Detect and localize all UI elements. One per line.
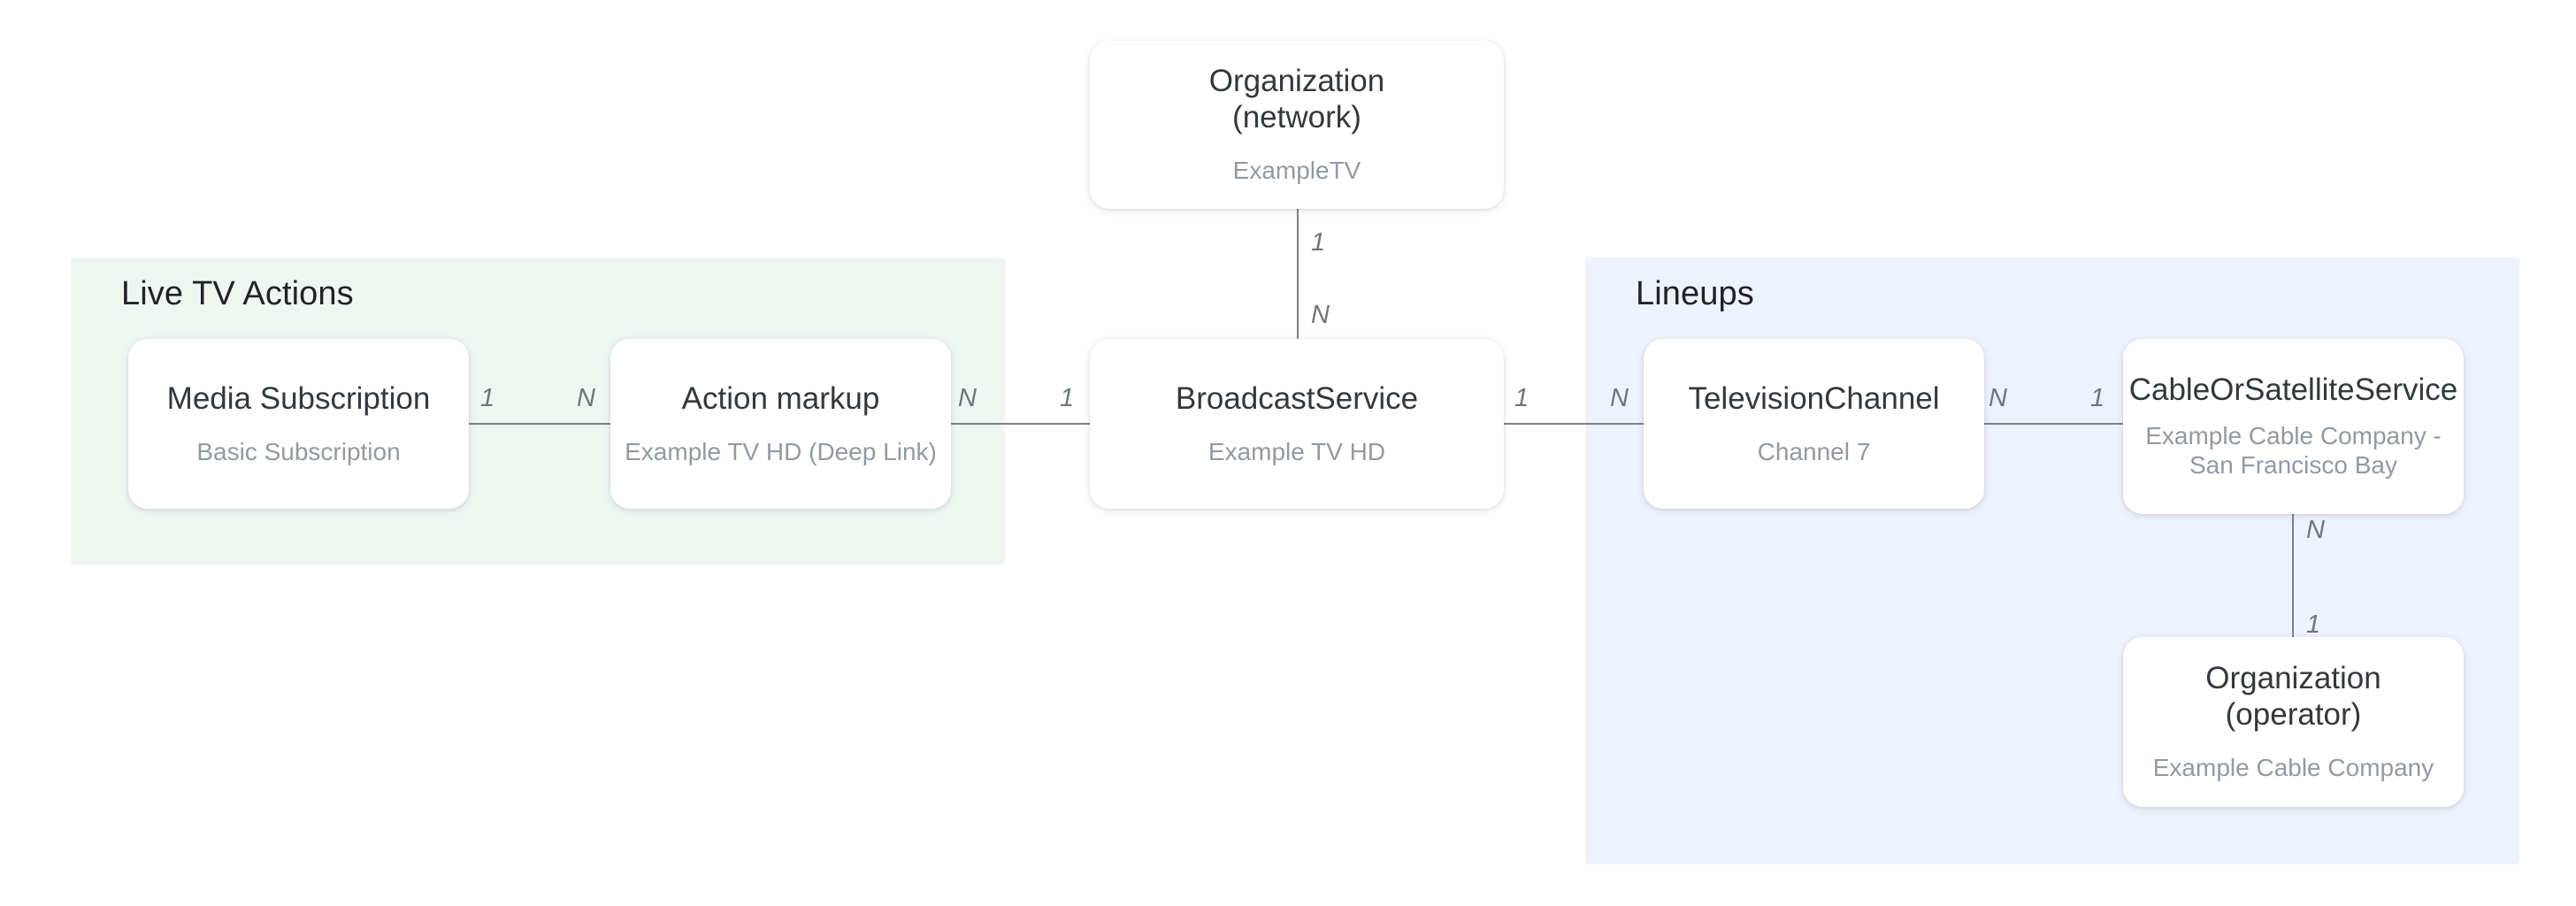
node-broadcast-service[interactable]: BroadcastService Example TV HD	[1090, 339, 1504, 509]
node-television-channel[interactable]: TelevisionChannel Channel 7	[1644, 339, 1984, 509]
node-title: CableOrSatelliteService	[2128, 372, 2458, 407]
node-title: Organization (network)	[1208, 64, 1385, 135]
cardinality-org-network-bottom: 1	[1311, 228, 1326, 257]
node-title: BroadcastService	[1175, 380, 1419, 416]
node-media-subscription[interactable]: Media Subscription Basic Subscription	[128, 339, 469, 509]
node-title: TelevisionChannel	[1688, 380, 1940, 416]
cardinality-action-markup-left: N	[577, 384, 595, 412]
cardinality-media-subscription-right: 1	[480, 384, 495, 412]
node-title: Action markup	[681, 380, 880, 416]
edge-media-subscription-to-action-markup	[460, 423, 637, 425]
edge-broadcast-service-to-television-channel	[1491, 423, 1668, 425]
node-organization-network[interactable]: Organization (network) ExampleTV	[1090, 41, 1504, 209]
cardinality-org-operator-top: 1	[2306, 610, 2321, 639]
node-subtitle: Example Cable Company - San Francisco Ba…	[2145, 421, 2442, 480]
edge-television-channel-to-cable-or-satellite-service	[1966, 423, 2127, 425]
cardinality-cable-service-left: 1	[2090, 384, 2105, 412]
node-title: Organization (operator)	[2205, 661, 2381, 733]
node-organization-operator[interactable]: Organization (operator) Example Cable Co…	[2123, 637, 2464, 807]
cardinality-cable-service-bottom: N	[2306, 516, 2325, 544]
node-subtitle: Example TV HD	[1208, 437, 1386, 465]
cardinality-television-channel-right: N	[1989, 384, 2007, 412]
node-cable-or-satellite-service[interactable]: CableOrSatelliteService Example Cable Co…	[2123, 339, 2464, 514]
node-subtitle: Example TV HD (Deep Link)	[625, 437, 937, 465]
cardinality-action-markup-right: N	[958, 384, 977, 412]
edge-action-markup-to-broadcast-service	[938, 423, 1102, 425]
node-subtitle: Channel 7	[1757, 437, 1871, 465]
edge-cable-or-satellite-service-to-org-operator	[2292, 513, 2294, 646]
cardinality-television-channel-left: N	[1610, 384, 1629, 412]
node-action-markup[interactable]: Action markup Example TV HD (Deep Link)	[610, 339, 951, 509]
cardinality-broadcast-service-top: N	[1311, 301, 1330, 329]
node-title: Media Subscription	[166, 380, 431, 416]
cardinality-broadcast-service-right: 1	[1514, 384, 1530, 412]
cardinality-broadcast-service-left: 1	[1060, 384, 1075, 412]
panel-title-lineups: Lineups	[1636, 275, 1754, 312]
edge-org-network-to-broadcast-service	[1297, 209, 1299, 350]
node-subtitle: ExampleTV	[1232, 157, 1361, 185]
panel-title-live-tv-actions: Live TV Actions	[121, 275, 354, 312]
node-subtitle: Basic Subscription	[196, 437, 401, 465]
node-subtitle: Example Cable Company	[2152, 754, 2434, 782]
